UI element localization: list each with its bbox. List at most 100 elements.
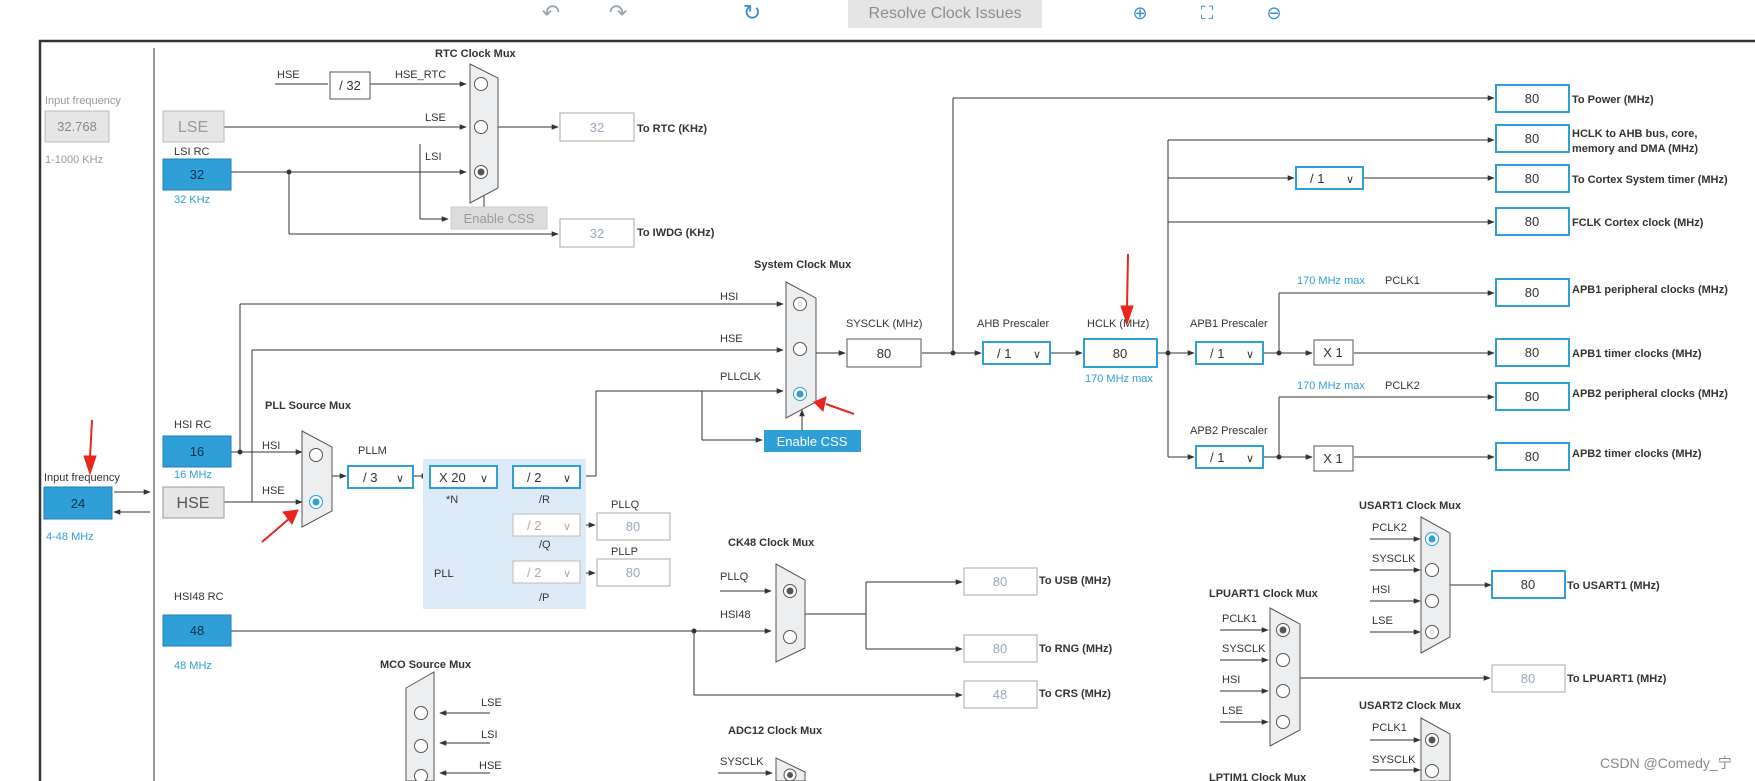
ahb-prescaler-dropdown[interactable] bbox=[982, 341, 1051, 365]
usart2-selected-dot bbox=[1428, 736, 1436, 744]
rng-output-field bbox=[963, 634, 1038, 663]
apb1-periph-output-field bbox=[1495, 278, 1570, 307]
zoom-in-icon[interactable]: ⊕ bbox=[1132, 3, 1148, 23]
apb1-max: 170 MHz max bbox=[1297, 275, 1365, 287]
lpuart1-option-hsi[interactable] bbox=[1276, 684, 1290, 698]
sysclk-value: 80 bbox=[877, 346, 891, 361]
pllp-value: 80 bbox=[626, 565, 640, 580]
mco-option-hse[interactable] bbox=[414, 769, 428, 781]
annotation-arrows bbox=[83, 253, 1134, 543]
usart1-option-lse[interactable] bbox=[1425, 625, 1439, 639]
resolve-clock-issues-button[interactable]: Resolve Clock Issues bbox=[848, 0, 1042, 28]
pll-src-selected-dot bbox=[312, 498, 320, 506]
pllq-dropdown[interactable] bbox=[512, 513, 581, 537]
fclk-output-field bbox=[1495, 207, 1570, 236]
apb1-x: X 1 bbox=[1323, 345, 1343, 360]
plln-dropdown[interactable] bbox=[429, 465, 498, 489]
sysclk-output-field bbox=[846, 338, 922, 368]
apb2-max: 170 MHz max bbox=[1297, 380, 1365, 392]
hsi-rc-block[interactable] bbox=[162, 435, 232, 468]
lsi-rc-block[interactable] bbox=[162, 158, 232, 191]
apb2-periph-value: 80 bbox=[1525, 389, 1539, 404]
lpuart1-mux-title: LPUART1 Clock Mux bbox=[1209, 588, 1319, 600]
hse-input-title: Input frequency bbox=[44, 472, 120, 484]
ck48-option-hsi48[interactable] bbox=[783, 630, 797, 644]
pllp-label: PLLP bbox=[611, 546, 638, 558]
ck48-selected-dot bbox=[786, 587, 794, 595]
cortex-output-field bbox=[1495, 164, 1570, 193]
sys-hsi-label: HSI bbox=[720, 291, 738, 303]
chevron-down-icon: ∨ bbox=[563, 521, 571, 533]
wires bbox=[113, 81, 1495, 776]
pll-src-option-hsi[interactable] bbox=[309, 448, 323, 462]
toolbar: ↶ ↷ ↻ Resolve Clock Issues ⊕ ⛶ ⊖ bbox=[0, 0, 1755, 38]
chevron-down-icon: ∨ bbox=[563, 473, 571, 485]
lse-input-frequency-field[interactable] bbox=[44, 110, 110, 143]
pllm-dropdown[interactable] bbox=[347, 465, 414, 489]
hsi48-title: HSI48 RC bbox=[174, 591, 224, 603]
hclk-value: 80 bbox=[1113, 346, 1127, 361]
usart1-lse-label: LSE bbox=[1372, 615, 1393, 627]
cortex-timer-dropdown[interactable] bbox=[1295, 166, 1364, 190]
hclk-ahb-label-line1: HCLK to AHB bus, core, bbox=[1572, 128, 1698, 140]
undo-icon[interactable]: ↶ bbox=[541, 0, 561, 25]
sysclk-label: SYSCLK (MHz) bbox=[846, 318, 922, 330]
hse-input-frequency-field[interactable] bbox=[43, 486, 113, 520]
lpuart1-label: To LPUART1 (MHz) bbox=[1567, 673, 1667, 685]
power-label: To Power (MHz) bbox=[1572, 94, 1654, 106]
iwdg-output-field bbox=[559, 218, 635, 248]
refresh-icon[interactable]: ↻ bbox=[742, 0, 762, 25]
mco-mux-title: MCO Source Mux bbox=[380, 659, 472, 671]
lpuart1-sysclk-label: SYSCLK bbox=[1222, 643, 1266, 655]
ck48-clock-mux bbox=[775, 563, 806, 663]
rtc-mux-title: RTC Clock Mux bbox=[435, 48, 517, 60]
sys-mux-option-hsi[interactable] bbox=[793, 297, 807, 311]
chevron-down-icon: ∨ bbox=[396, 473, 404, 485]
apb2-prescaler-dropdown[interactable] bbox=[1195, 445, 1264, 469]
hclk-input-field[interactable] bbox=[1083, 338, 1158, 368]
pllr-dropdown[interactable] bbox=[512, 465, 581, 489]
zoom-out-icon[interactable]: ⊖ bbox=[1266, 3, 1282, 23]
rtc-hse-rtc-label: HSE_RTC bbox=[395, 69, 446, 81]
lpuart1-output-field bbox=[1491, 664, 1566, 693]
hsi-freq: 16 MHz bbox=[174, 469, 212, 481]
sys-enable-css-button[interactable] bbox=[764, 430, 861, 452]
pllq-output-field bbox=[596, 512, 671, 541]
rtc-mux-option-hse[interactable] bbox=[474, 77, 488, 91]
usart2-option-sysclk[interactable] bbox=[1425, 764, 1439, 778]
sys-mux-option-hse[interactable] bbox=[793, 342, 807, 356]
pll-hse-label: HSE bbox=[262, 485, 285, 497]
hsi48-rc-block[interactable] bbox=[162, 614, 232, 647]
rtc-output-field bbox=[559, 112, 635, 142]
ahb-prescaler-label: AHB Prescaler bbox=[977, 318, 1049, 330]
pllp-dropdown[interactable] bbox=[512, 560, 581, 584]
lpuart1-option-lse[interactable] bbox=[1276, 715, 1290, 729]
usart1-option-sysclk[interactable] bbox=[1425, 563, 1439, 577]
hse-label: HSE bbox=[177, 495, 210, 512]
lpuart1-option-sysclk[interactable] bbox=[1276, 653, 1290, 667]
usart1-option-hsi[interactable] bbox=[1425, 594, 1439, 608]
fit-screen-icon[interactable]: ⛶ bbox=[1200, 3, 1214, 23]
lse-input-title: Input frequency bbox=[45, 95, 121, 107]
lse-range: 1-1000 KHz bbox=[45, 154, 103, 166]
mco-option-lse[interactable] bbox=[414, 706, 428, 720]
rtc-css-label: Enable CSS bbox=[464, 211, 535, 226]
mco-option-lsi[interactable] bbox=[414, 739, 428, 753]
usb-label: To USB (MHz) bbox=[1039, 575, 1111, 587]
rtc-mux-option-lse[interactable] bbox=[474, 120, 488, 134]
cortex-label: To Cortex System timer (MHz) bbox=[1572, 174, 1728, 186]
hsi-title: HSI RC bbox=[174, 419, 211, 431]
usart2-sysclk-label: SYSCLK bbox=[1372, 754, 1416, 766]
n-value: X 20 bbox=[439, 470, 466, 485]
hse-block[interactable] bbox=[162, 486, 225, 519]
apb1-prescaler-dropdown[interactable] bbox=[1195, 341, 1264, 365]
system-clock-mux-title: System Clock Mux bbox=[754, 259, 852, 271]
lpuart1-value: 80 bbox=[1521, 671, 1535, 686]
usb-output-field bbox=[963, 567, 1038, 596]
cortex-div: / 1 bbox=[1310, 171, 1324, 186]
usart1-value: 80 bbox=[1521, 577, 1535, 592]
power-output-field bbox=[1495, 84, 1570, 113]
redo-icon[interactable]: ↷ bbox=[608, 0, 628, 25]
rtc-enable-css-button[interactable] bbox=[450, 206, 548, 230]
